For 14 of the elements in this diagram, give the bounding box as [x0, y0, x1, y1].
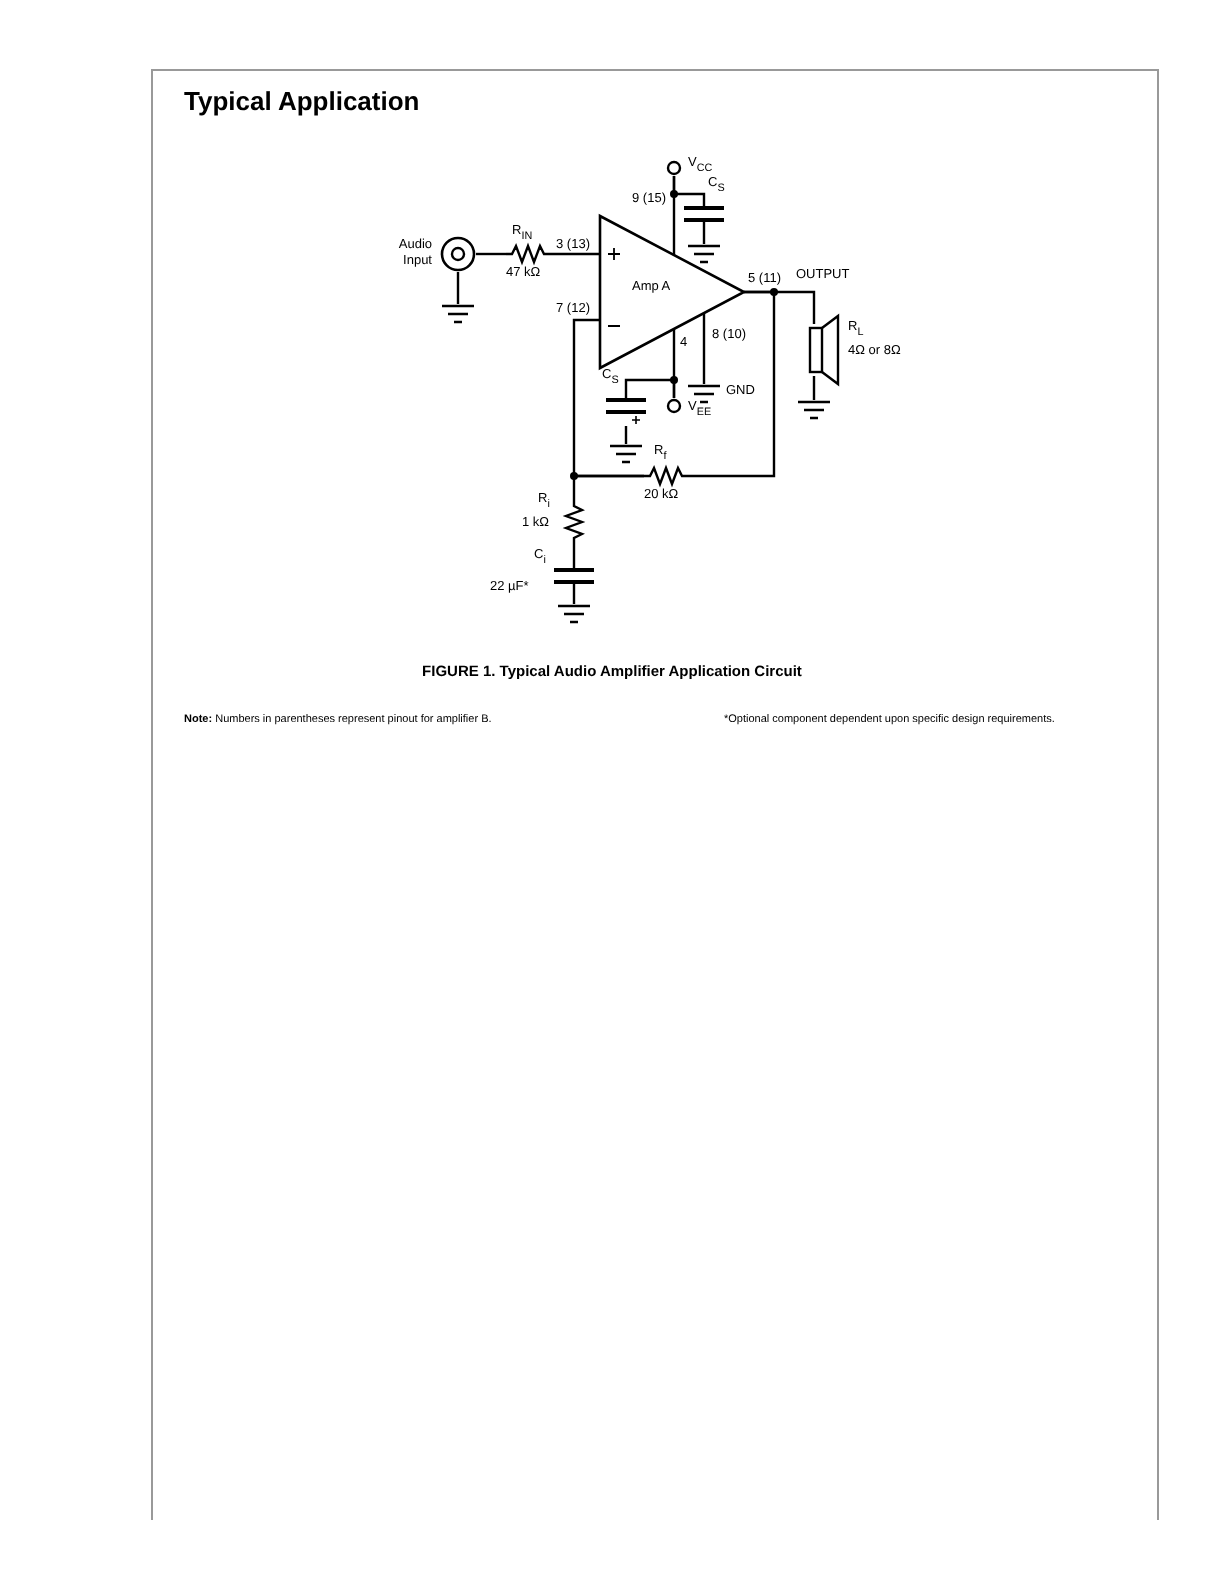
wire	[624, 378, 676, 398]
wire	[572, 544, 576, 568]
wire	[672, 176, 706, 206]
wire	[456, 272, 460, 304]
section-heading: Typical Application	[184, 86, 420, 116]
wire	[572, 584, 576, 604]
wire	[550, 252, 600, 256]
wire	[702, 222, 706, 244]
wire	[476, 252, 506, 256]
wire	[688, 290, 776, 478]
wire	[624, 426, 628, 444]
wire	[572, 474, 644, 500]
wire	[812, 376, 816, 400]
wire	[702, 368, 706, 384]
